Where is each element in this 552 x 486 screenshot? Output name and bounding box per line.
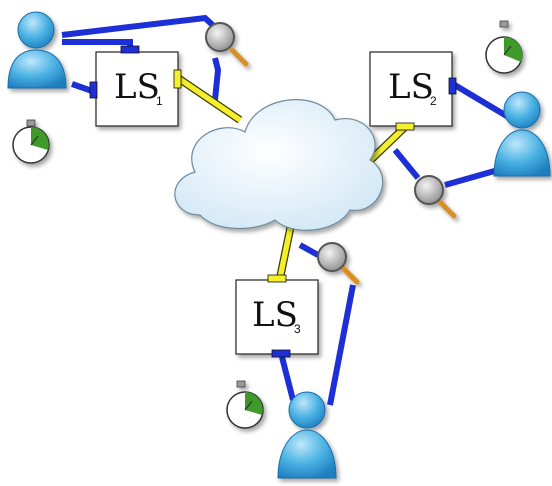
node-ls1-subscript: 1 [156,94,163,108]
node-ls3[interactable] [235,279,319,355]
link-ls2-magnifier2 [392,148,421,180]
link-magnifier3-user3 [327,284,356,406]
link-ls2-user2 [451,81,512,121]
link-ls3-user3 [279,356,296,401]
node-ls3-subscript: 3 [294,322,301,336]
user-icon [277,391,337,479]
link-magnifier3-cloud [298,242,320,258]
link-user1-ls1 [62,39,133,50]
link-magnifier1-ls1 [212,57,222,101]
ports [89,45,457,358]
port-ls3-top [267,274,287,283]
node-ls1-label: LS [114,67,160,107]
link-magnifier2-user2 [444,167,499,188]
port-ls3-bottom [271,349,291,358]
stopwatch-icon [226,380,264,429]
port-ls1-top [120,45,140,54]
port-ls1-right [173,69,182,89]
port-ls2-right [448,77,457,95]
link-user1-magnifier1 [61,14,221,38]
cloud-icon [174,99,384,231]
link-ls1-cloud [176,75,242,123]
stopwatch-icon [485,20,523,74]
node-ls2-subscript: 2 [430,94,437,108]
link-ls3-cloud [277,219,295,279]
magnifier-icon [414,175,457,219]
port-ls2-bottom [395,122,415,131]
port-ls1-left [89,81,98,99]
node-ls2-label: LS [388,67,434,107]
user-icon [7,11,67,89]
user-icon [493,91,551,177]
magnifier-icon [317,242,360,285]
stopwatch-icon [12,119,50,164]
node-ls3-label: LS [252,295,298,335]
magnifier-icon [205,22,249,67]
